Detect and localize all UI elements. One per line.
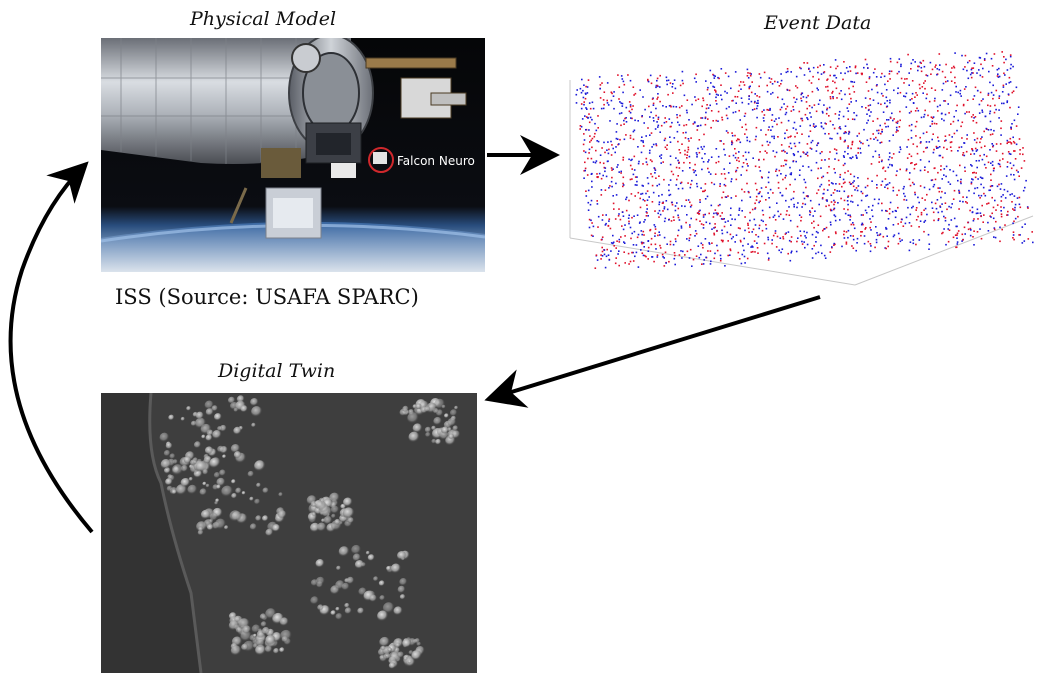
falcon-neuro-callout-circle — [368, 147, 394, 173]
digital-twin-image — [101, 393, 477, 673]
physical-model-caption: ISS (Source: USAFA SPARC) — [115, 285, 419, 309]
iss-photo: Falcon Neuro — [101, 38, 485, 272]
event-data-title: Event Data — [764, 12, 872, 34]
arrow-event-to-twin — [484, 295, 821, 408]
event-axes-box — [569, 80, 1034, 286]
digital-twin-title: Digital Twin — [218, 360, 336, 382]
arrow-twin-to-physical — [8, 161, 94, 534]
event-cloud-plot — [565, 40, 1055, 290]
physical-model-title: Physical Model — [190, 8, 337, 30]
falcon-neuro-label: Falcon Neuro — [397, 154, 475, 168]
